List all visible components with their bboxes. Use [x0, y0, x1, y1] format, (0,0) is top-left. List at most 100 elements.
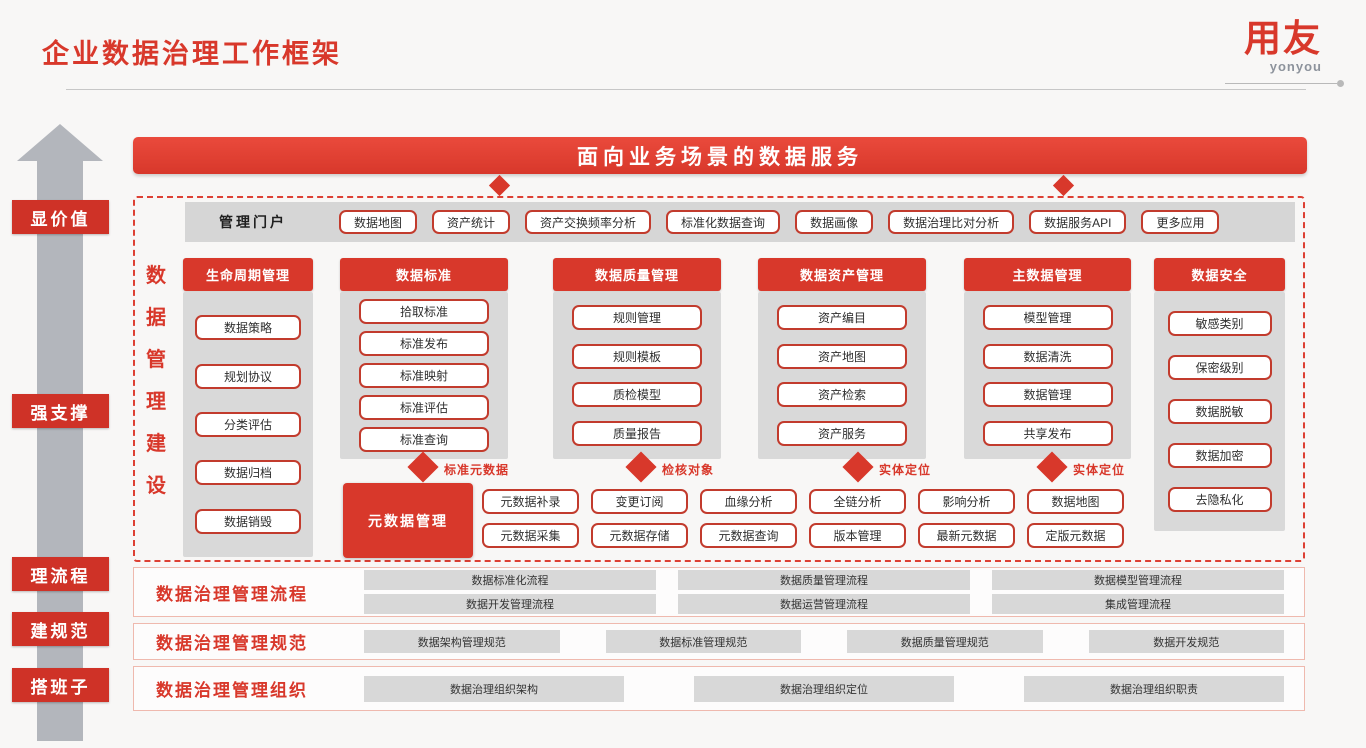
org-item: 数据治理组织职责 — [1024, 675, 1284, 702]
column-item: 共享发布 — [982, 420, 1113, 446]
vertical-label-char: 建 — [146, 433, 166, 455]
column-item: 模型管理 — [982, 305, 1113, 331]
column-item: 敏感类别 — [1167, 311, 1272, 336]
process-item: 集成管理流程 — [992, 594, 1284, 614]
vertical-label-data-management: 数 据 管 理 建 设 — [146, 266, 166, 496]
metadata-item: 元数据查询 — [700, 523, 797, 548]
column-item: 规划协议 — [195, 363, 301, 389]
column-header-security: 数据安全 — [1154, 258, 1285, 291]
arrow-shaft — [37, 159, 83, 741]
column-item: 数据归档 — [195, 460, 301, 486]
metadata-item: 版本管理 — [809, 523, 906, 548]
row-label: 数据治理管理流程 — [156, 584, 308, 604]
vertical-label-char: 管 — [146, 349, 166, 371]
column-item: 标准映射 — [359, 363, 489, 388]
org-items: 数据治理组织架构 数据治理组织定位 数据治理组织职责 — [364, 675, 1284, 702]
vertical-label-char: 设 — [146, 475, 166, 497]
vertical-label-char: 理 — [146, 391, 166, 413]
arrow-up-icon — [17, 124, 103, 161]
metadata-management-block: 元数据管理 — [343, 483, 473, 558]
column-item: 数据销毁 — [195, 508, 301, 534]
metadata-item: 影响分析 — [918, 489, 1015, 514]
metadata-item: 元数据采集 — [482, 523, 579, 548]
column-item: 规则管理 — [572, 305, 702, 331]
portal-label: 管理门户 — [219, 214, 287, 230]
metadata-item: 元数据补录 — [482, 489, 579, 514]
column-panel-assets: 资产编目 资产地图 资产检索 资产服务 — [758, 292, 926, 459]
diamond-label: 标准元数据 — [444, 463, 510, 477]
portal-bar: 管理门户 数据地图 资产统计 资产交换频率分析 标准化数据查询 数据画像 数据治… — [185, 202, 1295, 242]
metadata-item: 血缘分析 — [700, 489, 797, 514]
data-management-frame — [133, 196, 1305, 562]
process-group: 数据标准化流程 数据开发管理流程 — [364, 570, 656, 614]
column-panel-lifecycle: 数据策略 规划协议 分类评估 数据归档 数据销毁 — [183, 292, 313, 557]
column-panel-master-data: 模型管理 数据清洗 数据管理 共享发布 — [964, 292, 1131, 459]
process-group: 数据模型管理流程 集成管理流程 — [992, 570, 1284, 614]
column-item: 资产服务 — [777, 420, 907, 446]
column-item: 资产编目 — [777, 305, 907, 331]
column-header-assets: 数据资产管理 — [758, 258, 926, 291]
process-item: 数据标准化流程 — [364, 570, 656, 590]
spec-item: 数据质量管理规范 — [847, 630, 1043, 653]
column-item: 资产地图 — [777, 343, 907, 369]
column-item: 去隐私化 — [1167, 487, 1272, 512]
column-item: 拾取标准 — [359, 299, 489, 324]
logo-subtext: yonyou — [1269, 59, 1322, 74]
column-item: 数据加密 — [1167, 443, 1272, 468]
arrow-step-label: 强支撑 — [12, 394, 109, 428]
spec-items: 数据架构管理规范 数据标准管理规范 数据质量管理规范 数据开发规范 — [364, 630, 1284, 653]
column-item: 质检模型 — [572, 382, 702, 408]
arrow-step-label: 显价值 — [12, 200, 109, 234]
vertical-label-char: 数 — [146, 265, 166, 287]
column-item: 标准查询 — [359, 427, 489, 452]
page-title: 企业数据治理工作框架 — [42, 39, 342, 69]
column-header-standards: 数据标准 — [340, 258, 508, 291]
row-governance-process: 数据治理管理流程 数据标准化流程 数据开发管理流程 数据质量管理流程 数据运营管… — [133, 567, 1305, 617]
vertical-label-char: 据 — [146, 307, 166, 329]
row-governance-organization: 数据治理管理组织 数据治理组织架构 数据治理组织定位 数据治理组织职责 — [133, 666, 1305, 711]
metadata-item: 全链分析 — [809, 489, 906, 514]
connector-diamond-icon — [488, 174, 511, 197]
portal-items: 数据地图 资产统计 资产交换频率分析 标准化数据查询 数据画像 数据治理比对分析… — [339, 210, 1220, 234]
column-item: 数据管理 — [982, 382, 1113, 408]
spec-item: 数据标准管理规范 — [605, 630, 801, 653]
process-groups: 数据标准化流程 数据开发管理流程 数据质量管理流程 数据运营管理流程 数据模型管… — [364, 570, 1284, 614]
column-item: 标准发布 — [359, 331, 489, 356]
spec-item: 数据开发规范 — [1088, 630, 1284, 653]
process-group: 数据质量管理流程 数据运营管理流程 — [678, 570, 970, 614]
divider-dot-icon — [1337, 80, 1344, 87]
portal-item: 数据地图 — [339, 210, 418, 234]
header-divider — [66, 89, 1306, 90]
arrow-step-label: 搭班子 — [12, 668, 109, 702]
yonyou-logo: 用友 yonyou — [1244, 20, 1322, 74]
column-item: 规则模板 — [572, 343, 702, 369]
process-item: 数据模型管理流程 — [992, 570, 1284, 590]
row-label: 数据治理管理组织 — [156, 681, 308, 700]
portal-item: 数据画像 — [795, 210, 874, 234]
arrow-step-label: 理流程 — [12, 557, 109, 591]
banner-data-services: 面向业务场景的数据服务 — [133, 137, 1307, 174]
column-item: 分类评估 — [195, 411, 301, 437]
portal-item: 标准化数据查询 — [666, 210, 781, 234]
diamond-label: 实体定位 — [1073, 463, 1126, 477]
column-item: 质量报告 — [572, 420, 702, 446]
column-item: 资产检索 — [777, 382, 907, 408]
portal-item: 资产交换频率分析 — [525, 210, 652, 234]
column-item: 数据脱敏 — [1167, 399, 1272, 424]
row-governance-specs: 数据治理管理规范 数据架构管理规范 数据标准管理规范 数据质量管理规范 数据开发… — [133, 623, 1305, 660]
header-divider-accent — [1225, 83, 1337, 84]
column-item: 数据清洗 — [982, 343, 1113, 369]
portal-item: 更多应用 — [1141, 210, 1220, 234]
portal-item: 数据服务API — [1029, 210, 1127, 234]
logo-text: 用友 — [1244, 18, 1322, 59]
column-panel-standards: 拾取标准 标准发布 标准映射 标准评估 标准查询 — [340, 292, 508, 459]
portal-item: 数据治理比对分析 — [888, 210, 1015, 234]
column-header-quality: 数据质量管理 — [553, 258, 721, 291]
metadata-item: 变更订阅 — [591, 489, 688, 514]
metadata-item: 定版元数据 — [1027, 523, 1124, 548]
column-header-lifecycle: 生命周期管理 — [183, 258, 313, 291]
connector-diamond-icon — [1052, 174, 1075, 197]
process-item: 数据开发管理流程 — [364, 594, 656, 614]
diamond-label: 检核对象 — [662, 463, 715, 477]
